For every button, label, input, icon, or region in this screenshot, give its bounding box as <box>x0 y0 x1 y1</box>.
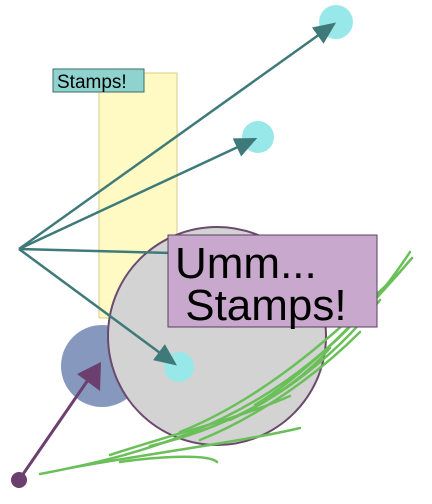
cyan-dot-bottom <box>164 352 194 382</box>
arrow-horizontal <box>18 247 173 255</box>
big-label-line1: Umm... <box>175 239 317 288</box>
arrow-to-bottom-dot <box>18 247 178 366</box>
purple-arrow-shaft <box>17 376 92 481</box>
big-label-line2: Stamps! <box>173 281 347 330</box>
small-stamp-label: Stamps! <box>57 72 127 93</box>
big-stamp-label-box <box>167 234 378 328</box>
purple-arrow-head <box>77 362 101 391</box>
arrow-to-middle-dot <box>18 137 258 251</box>
cyan-dot-top <box>319 5 353 39</box>
cyan-dot-middle <box>242 121 274 153</box>
teal-arrows <box>18 22 337 366</box>
arrow-to-top-dot <box>18 22 337 251</box>
purple-dot <box>11 472 27 488</box>
small-stamp-label-box <box>52 68 145 93</box>
